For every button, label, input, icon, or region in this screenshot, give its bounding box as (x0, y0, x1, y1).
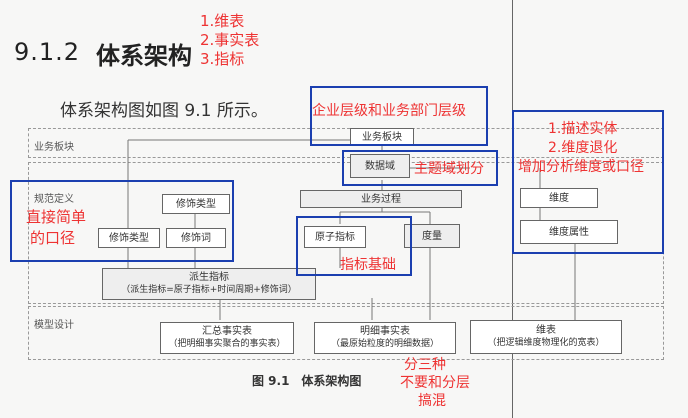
section-number: 9.1.2 (14, 38, 81, 66)
annotation-frame-spec (10, 180, 234, 262)
dimension-box: 维度 (520, 188, 598, 208)
annotation-describe-1: 1.描述实体 (548, 121, 618, 137)
list-item: 1.维表 (200, 12, 245, 30)
derived-metric-title: 派生指标 (189, 272, 229, 283)
summary-fact-table-box: 汇总事实表 （把明细事实聚合的事实表） (160, 322, 294, 354)
annotation-frame-subject (342, 150, 498, 186)
list-item: 2.事实表 (200, 31, 260, 49)
annotation-three-3: 搞混 (418, 393, 446, 409)
annotation-subject: 主题域划分 (414, 161, 484, 177)
list-item: 3.指标 (200, 50, 245, 68)
annotation-simple-1: 直接简单 (26, 208, 87, 226)
summary-fact-table-title: 汇总事实表 (202, 326, 252, 337)
modifier-type-box: 修饰类型 (162, 194, 230, 214)
annotation-describe-2: 2.维度退化 (548, 140, 618, 156)
annotation-enterprise: 企业层级和业务部门层级 (312, 103, 466, 119)
dimension-table-title: 维表 (536, 325, 556, 336)
business-section-label: 业务板块 (34, 142, 74, 153)
annotation-frame-metric (296, 216, 412, 276)
modifier-word-box: 修饰词 (166, 228, 226, 248)
intro-text: 体系架构图如图 9.1 所示。 (60, 101, 268, 121)
spec-section-label: 规范定义 (34, 194, 74, 205)
modifier-type-box-left: 修饰类型 (98, 228, 160, 248)
atomic-metric-box: 原子指标 (304, 226, 366, 248)
business-process-box: 业务过程 (300, 190, 462, 208)
dimension-table-desc: （把逻辑维度物理化的宽表） (487, 338, 605, 348)
figure-caption: 图 9.1 体系架构图 (252, 374, 362, 388)
annotation-describe-3: 增加分析维度或口径 (518, 159, 644, 175)
annotation-frame-dimension (512, 110, 664, 254)
detail-fact-table-desc: （最原始粒度的明细数据） (330, 339, 439, 349)
annotation-simple-2: 的口径 (30, 229, 76, 247)
derived-metric-formula: （派生指标=原子指标+时间周期+修饰词） (121, 285, 297, 295)
detail-fact-table-title: 明细事实表 (360, 326, 410, 337)
derived-metric-box: 派生指标 （派生指标=原子指标+时间周期+修饰词） (102, 268, 316, 300)
annotation-frame-enterprise (310, 86, 488, 146)
detail-fact-table-box: 明细事实表 （最原始粒度的明细数据） (314, 322, 456, 354)
data-domain-box: 数据域 (350, 154, 410, 178)
model-section (28, 306, 664, 360)
summary-fact-table-desc: （把明细事实聚合的事实表） (168, 339, 286, 349)
annotation-three-1: 分三种 (404, 357, 446, 373)
section-title: 体系架构 (96, 42, 192, 70)
annotation-three-2: 不要和分层 (400, 375, 470, 391)
dimension-table-box: 维表 （把逻辑维度物理化的宽表） (470, 320, 622, 354)
handwritten-list: 1.维表 2.事实表 3.指标 (200, 12, 259, 69)
model-section-label: 模型设计 (34, 320, 74, 331)
annotation-metric-base: 指标基础 (340, 257, 396, 273)
dimension-attribute-box: 维度属性 (520, 220, 618, 244)
measure-box: 度量 (404, 224, 460, 248)
